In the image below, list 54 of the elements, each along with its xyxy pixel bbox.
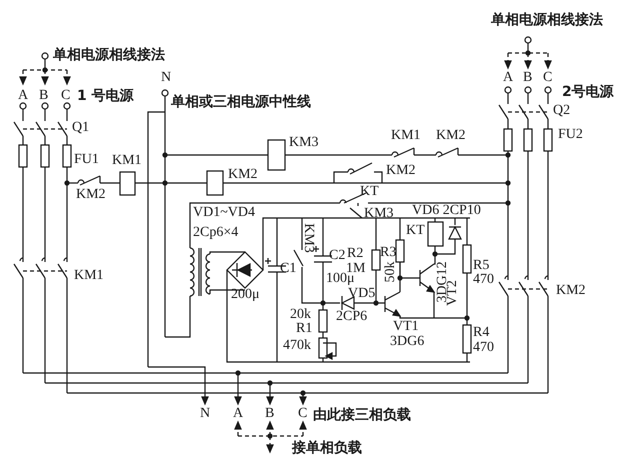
component-label: C — [61, 89, 70, 103]
component-label: KM1 — [112, 154, 142, 168]
component-label: 470 — [473, 273, 494, 287]
component-label: VD5 — [348, 287, 376, 301]
component-label: KM1 — [391, 129, 421, 143]
component-label: C — [543, 71, 552, 85]
component-label: R4 — [473, 326, 490, 340]
component-label: 50k — [384, 262, 398, 282]
component-label: FU1 — [74, 153, 99, 167]
note-text: 由此接三相负载 — [313, 408, 411, 422]
component-label: KT — [360, 185, 379, 199]
component-label: 2Cp6×4 — [193, 226, 238, 240]
component-label: N — [161, 71, 172, 85]
component-label: VD6 2CP10 — [412, 204, 481, 218]
component-label: KT — [406, 224, 425, 238]
component-label: R5 — [473, 259, 490, 273]
component-label: KM2 — [386, 164, 416, 178]
component-label: KM2 — [76, 188, 106, 202]
note-text: 接单相负载 — [292, 441, 362, 455]
component-label: A — [503, 71, 514, 85]
component-label: N — [200, 407, 210, 421]
component-label: R1 — [296, 322, 312, 336]
component-label: 3DG6 — [390, 335, 424, 349]
note-text: 单相电源相线接法 — [491, 13, 603, 27]
component-label: FU2 — [558, 128, 583, 142]
note-text: 1 号电源 — [77, 89, 134, 103]
note-text: 单相电源相线接法 — [53, 48, 165, 62]
component-label: B — [39, 89, 48, 103]
component-label: 2CP6 — [336, 310, 368, 324]
component-label: KM1 — [74, 269, 104, 283]
component-label: C — [298, 407, 308, 421]
note-text: 2号电源 — [562, 85, 614, 99]
component-label: 20k — [290, 308, 311, 322]
component-label: Q2 — [553, 104, 570, 118]
component-label: A — [18, 89, 28, 103]
component-label: KM3 — [301, 223, 315, 253]
component-label: B — [523, 71, 532, 85]
component-label: A — [233, 407, 244, 421]
component-label: Q1 — [72, 121, 90, 135]
component-label: KM3 — [289, 136, 319, 150]
component-label: VT1 — [393, 320, 419, 334]
component-label: KM2 — [436, 129, 466, 143]
component-label: 470 — [473, 341, 494, 355]
component-label: 200μ — [231, 288, 260, 302]
component-label: R2 — [347, 247, 364, 261]
component-label: VD1~VD4 — [193, 206, 256, 220]
component-label: R3 — [380, 246, 396, 260]
component-label: C2 — [329, 249, 346, 263]
component-label: 470k — [283, 339, 311, 353]
component-label: KM2 — [228, 168, 258, 182]
note-text: 单相或三相电源中性线 — [171, 95, 311, 109]
component-label: B — [265, 407, 274, 421]
component-label: KM3 — [364, 207, 394, 221]
component-label: KM2 — [556, 284, 586, 298]
